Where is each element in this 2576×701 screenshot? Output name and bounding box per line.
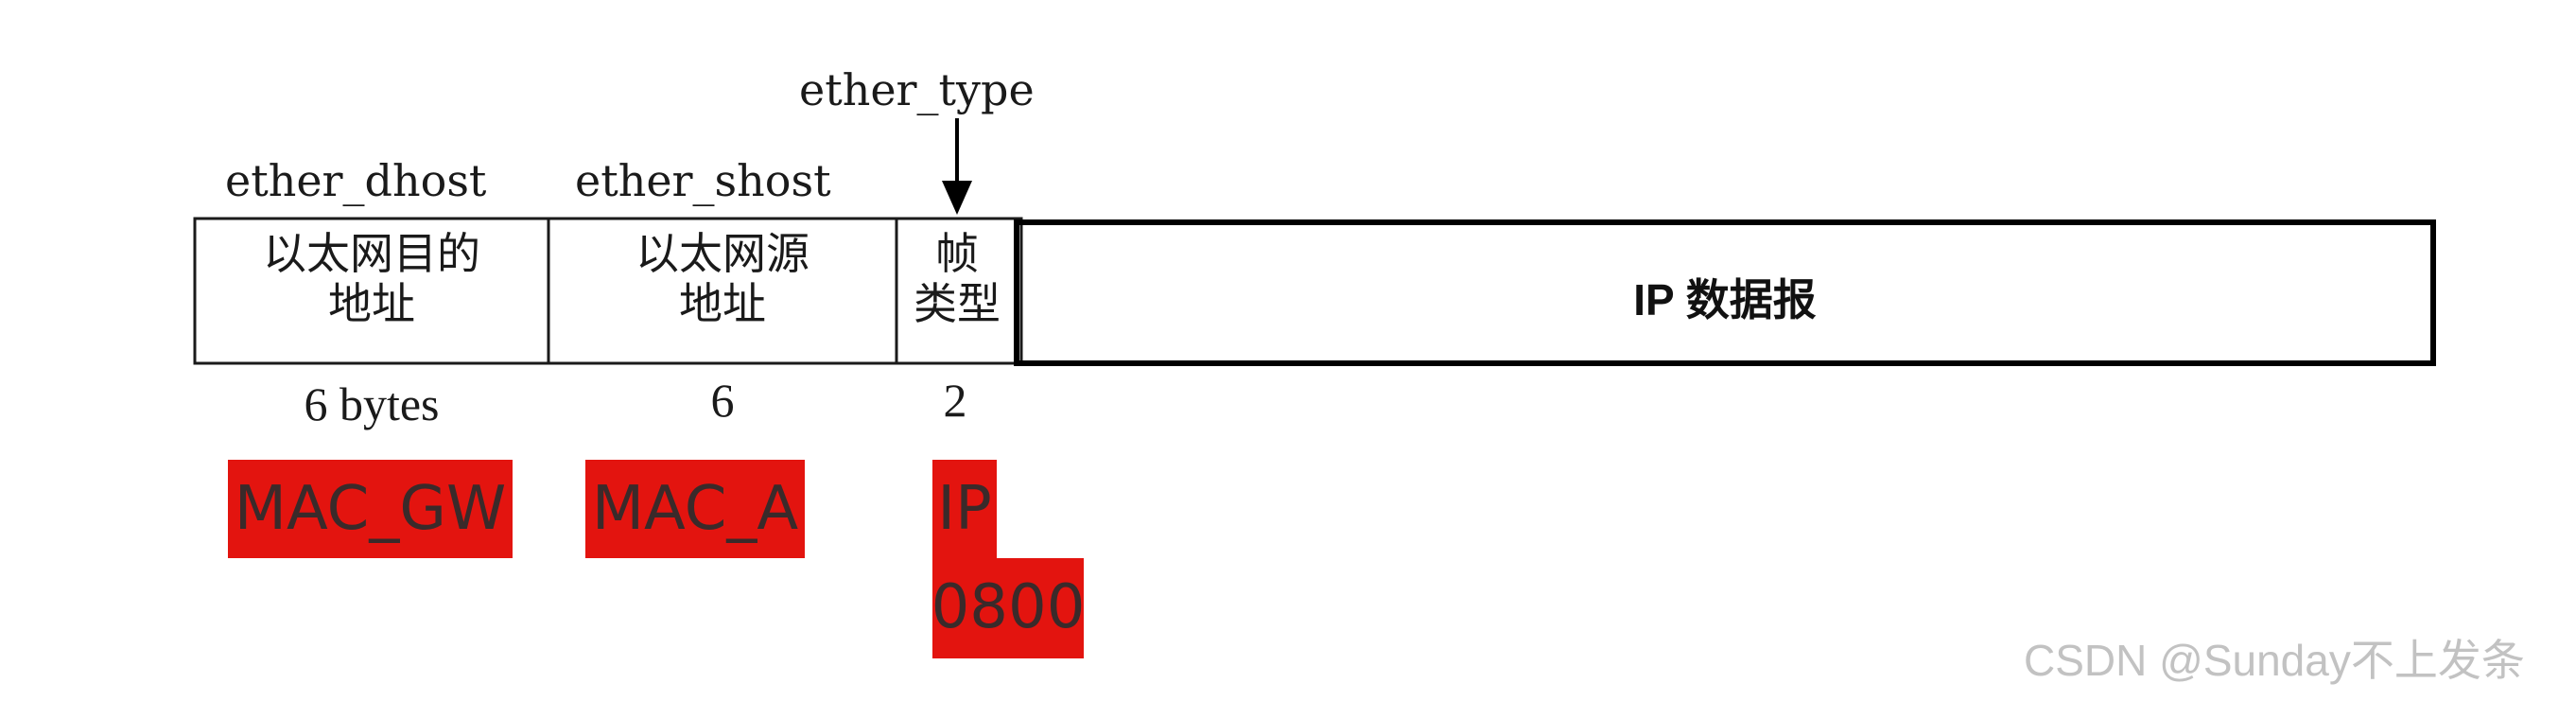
type-size: 2	[943, 374, 967, 427]
payload-box	[1014, 219, 2436, 366]
dest-mac-line1: 以太网目的	[263, 228, 480, 279]
mac-gw-annotation: MAC_GW	[228, 460, 513, 558]
csdn-watermark: CSDN @Sunday不上发条	[2024, 636, 2525, 685]
frame-type-line2: 类型	[914, 277, 1001, 329]
ether-shost-label: ether_shost	[575, 155, 831, 206]
ip-annotation-line2: 0800	[931, 572, 1086, 642]
ip-datagram-label: IP 数据报	[1633, 275, 1817, 324]
ether-type-value-annotation: IP 0800	[931, 460, 1086, 658]
frame-type-field: 帧 类型	[896, 229, 1018, 329]
src-mac-line2: 地址	[679, 277, 766, 329]
header-box	[193, 217, 1023, 365]
mac-a-annotation: MAC_A	[585, 460, 805, 558]
dest-mac-field: 以太网目的 地址	[195, 229, 548, 329]
frame-type-line1: 帧	[935, 228, 979, 279]
dest-mac-size: 6 bytes	[304, 377, 440, 430]
ether-dhost-label: ether_dhost	[225, 155, 487, 206]
ether-type-arrow	[942, 118, 972, 215]
src-mac-field: 以太网源 地址	[548, 229, 896, 329]
src-mac-size: 6	[710, 374, 735, 427]
ip-annotation-line1: IP	[937, 474, 992, 544]
src-mac-line1: 以太网源	[635, 228, 809, 279]
ether-type-label: ether_type	[799, 64, 1035, 115]
dest-mac-line2: 地址	[328, 277, 415, 329]
